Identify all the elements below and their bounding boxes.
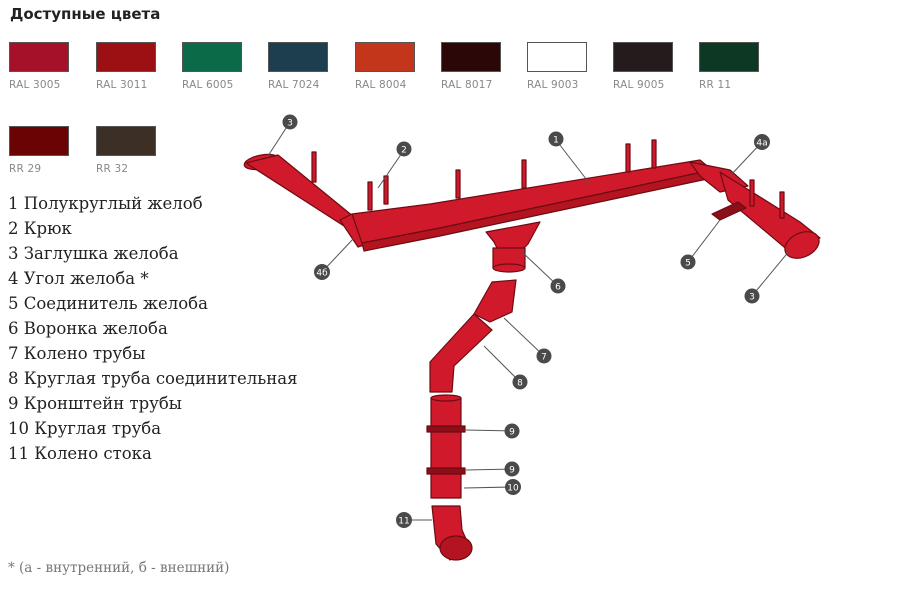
parts-legend: 1 Полукруглый желоб 2 Крюк 3 Заглушка же… — [8, 193, 298, 468]
color-code: RR 32 — [96, 163, 129, 175]
corner-footnote: * (а - внутренний, б - внешний) — [8, 560, 230, 576]
color-code: RAL 3011 — [96, 79, 148, 91]
part-label-badge: 5 — [680, 254, 696, 270]
part-label: 3 — [287, 119, 293, 129]
color-code: RAL 6005 — [182, 79, 234, 91]
color-code: RAL 9003 — [527, 79, 579, 91]
part-label-badge: 7 — [536, 348, 552, 364]
part-label: 10 — [507, 484, 519, 494]
color-swatch-grid: RAL 3005 RAL 3011 RAL 6005 RAL 7024 RAL … — [0, 0, 900, 200]
color-swatch-rr-29[interactable]: RR 29 — [9, 126, 71, 175]
part-label: 2 — [401, 146, 407, 156]
color-chip — [9, 42, 69, 72]
part-label-badge: 3 — [744, 288, 760, 304]
parts-legend-item: 7 Колено трубы — [8, 344, 146, 363]
part-label-badge: 1 — [548, 131, 564, 147]
parts-legend-item: 10 Круглая труба — [8, 419, 162, 438]
color-swatch-ral-7024[interactable]: RAL 7024 — [268, 42, 330, 91]
color-chip — [9, 126, 69, 156]
color-chip — [96, 42, 156, 72]
part-label-badge: 2 — [396, 141, 412, 157]
parts-legend-item: 4 Угол желоба * — [8, 269, 149, 288]
color-code: RAL 9005 — [613, 79, 665, 91]
color-code: RAL 7024 — [268, 79, 320, 91]
part-label: 7 — [541, 353, 547, 363]
color-swatch-ral-9003[interactable]: RAL 9003 — [527, 42, 589, 91]
color-chip — [355, 42, 415, 72]
part-label: 4а — [756, 139, 767, 149]
part-label-badge: 6 — [550, 278, 566, 294]
part-label-badge: 9 — [504, 461, 520, 477]
part-label-badge: 4б — [314, 264, 330, 280]
part-label: 4б — [316, 269, 328, 279]
part-label: 1 — [553, 136, 559, 146]
part-label: 11 — [398, 517, 409, 527]
part-label: 8 — [517, 379, 523, 389]
part-label-badge: 10 — [505, 479, 521, 495]
color-code: RAL 8017 — [441, 79, 493, 91]
color-code: RAL 3005 — [9, 79, 61, 91]
parts-legend-item: 6 Воронка желоба — [8, 319, 168, 338]
color-chip — [182, 42, 242, 72]
part-label: 6 — [555, 283, 561, 293]
color-swatch-ral-3011[interactable]: RAL 3011 — [96, 42, 158, 91]
available-colors-heading: Доступные цвета — [10, 5, 161, 23]
part-label: 9 — [509, 466, 515, 476]
color-code: RR 11 — [699, 79, 732, 91]
color-swatch-rr-32[interactable]: RR 32 — [96, 126, 158, 175]
part-label-badges: 3 2 1 4а 5 3 4б 6 — [282, 114, 770, 528]
parts-legend-item: 11 Колено стока — [8, 444, 152, 463]
part-label-badge: 8 — [512, 374, 528, 390]
color-swatch-ral-8017[interactable]: RAL 8017 — [441, 42, 503, 91]
color-chip — [699, 42, 759, 72]
color-chip — [527, 42, 587, 72]
color-swatch-ral-8004[interactable]: RAL 8004 — [355, 42, 417, 91]
color-code: RAL 8004 — [355, 79, 407, 91]
parts-legend-item: 9 Кронштейн трубы — [8, 394, 182, 413]
parts-legend-item: 3 Заглушка желоба — [8, 244, 179, 263]
part-label-badge: 11 — [396, 512, 412, 528]
color-chip — [96, 126, 156, 156]
parts-legend-item: 5 Соединитель желоба — [8, 294, 208, 313]
part-label: 3 — [749, 293, 755, 303]
part-label-badge: 3 — [282, 114, 298, 130]
color-chip — [613, 42, 673, 72]
color-swatch-rr-11[interactable]: RR 11 — [699, 42, 761, 91]
part-label-badge: 4а — [754, 134, 770, 150]
color-chip — [268, 42, 328, 72]
parts-legend-item: 8 Круглая труба соединительная — [8, 369, 298, 388]
gutter-body — [243, 139, 821, 561]
part-label: 5 — [685, 259, 691, 269]
part-label-badge: 9 — [504, 423, 520, 439]
parts-legend-item: 2 Крюк — [8, 219, 72, 238]
color-swatch-ral-3005[interactable]: RAL 3005 — [9, 42, 71, 91]
color-swatch-ral-9005[interactable]: RAL 9005 — [613, 42, 675, 91]
part-label: 9 — [509, 428, 515, 438]
color-code: RR 29 — [9, 163, 42, 175]
parts-legend-item: 1 Полукруглый желоб — [8, 194, 203, 213]
color-swatch-ral-6005[interactable]: RAL 6005 — [182, 42, 244, 91]
color-chip — [441, 42, 501, 72]
